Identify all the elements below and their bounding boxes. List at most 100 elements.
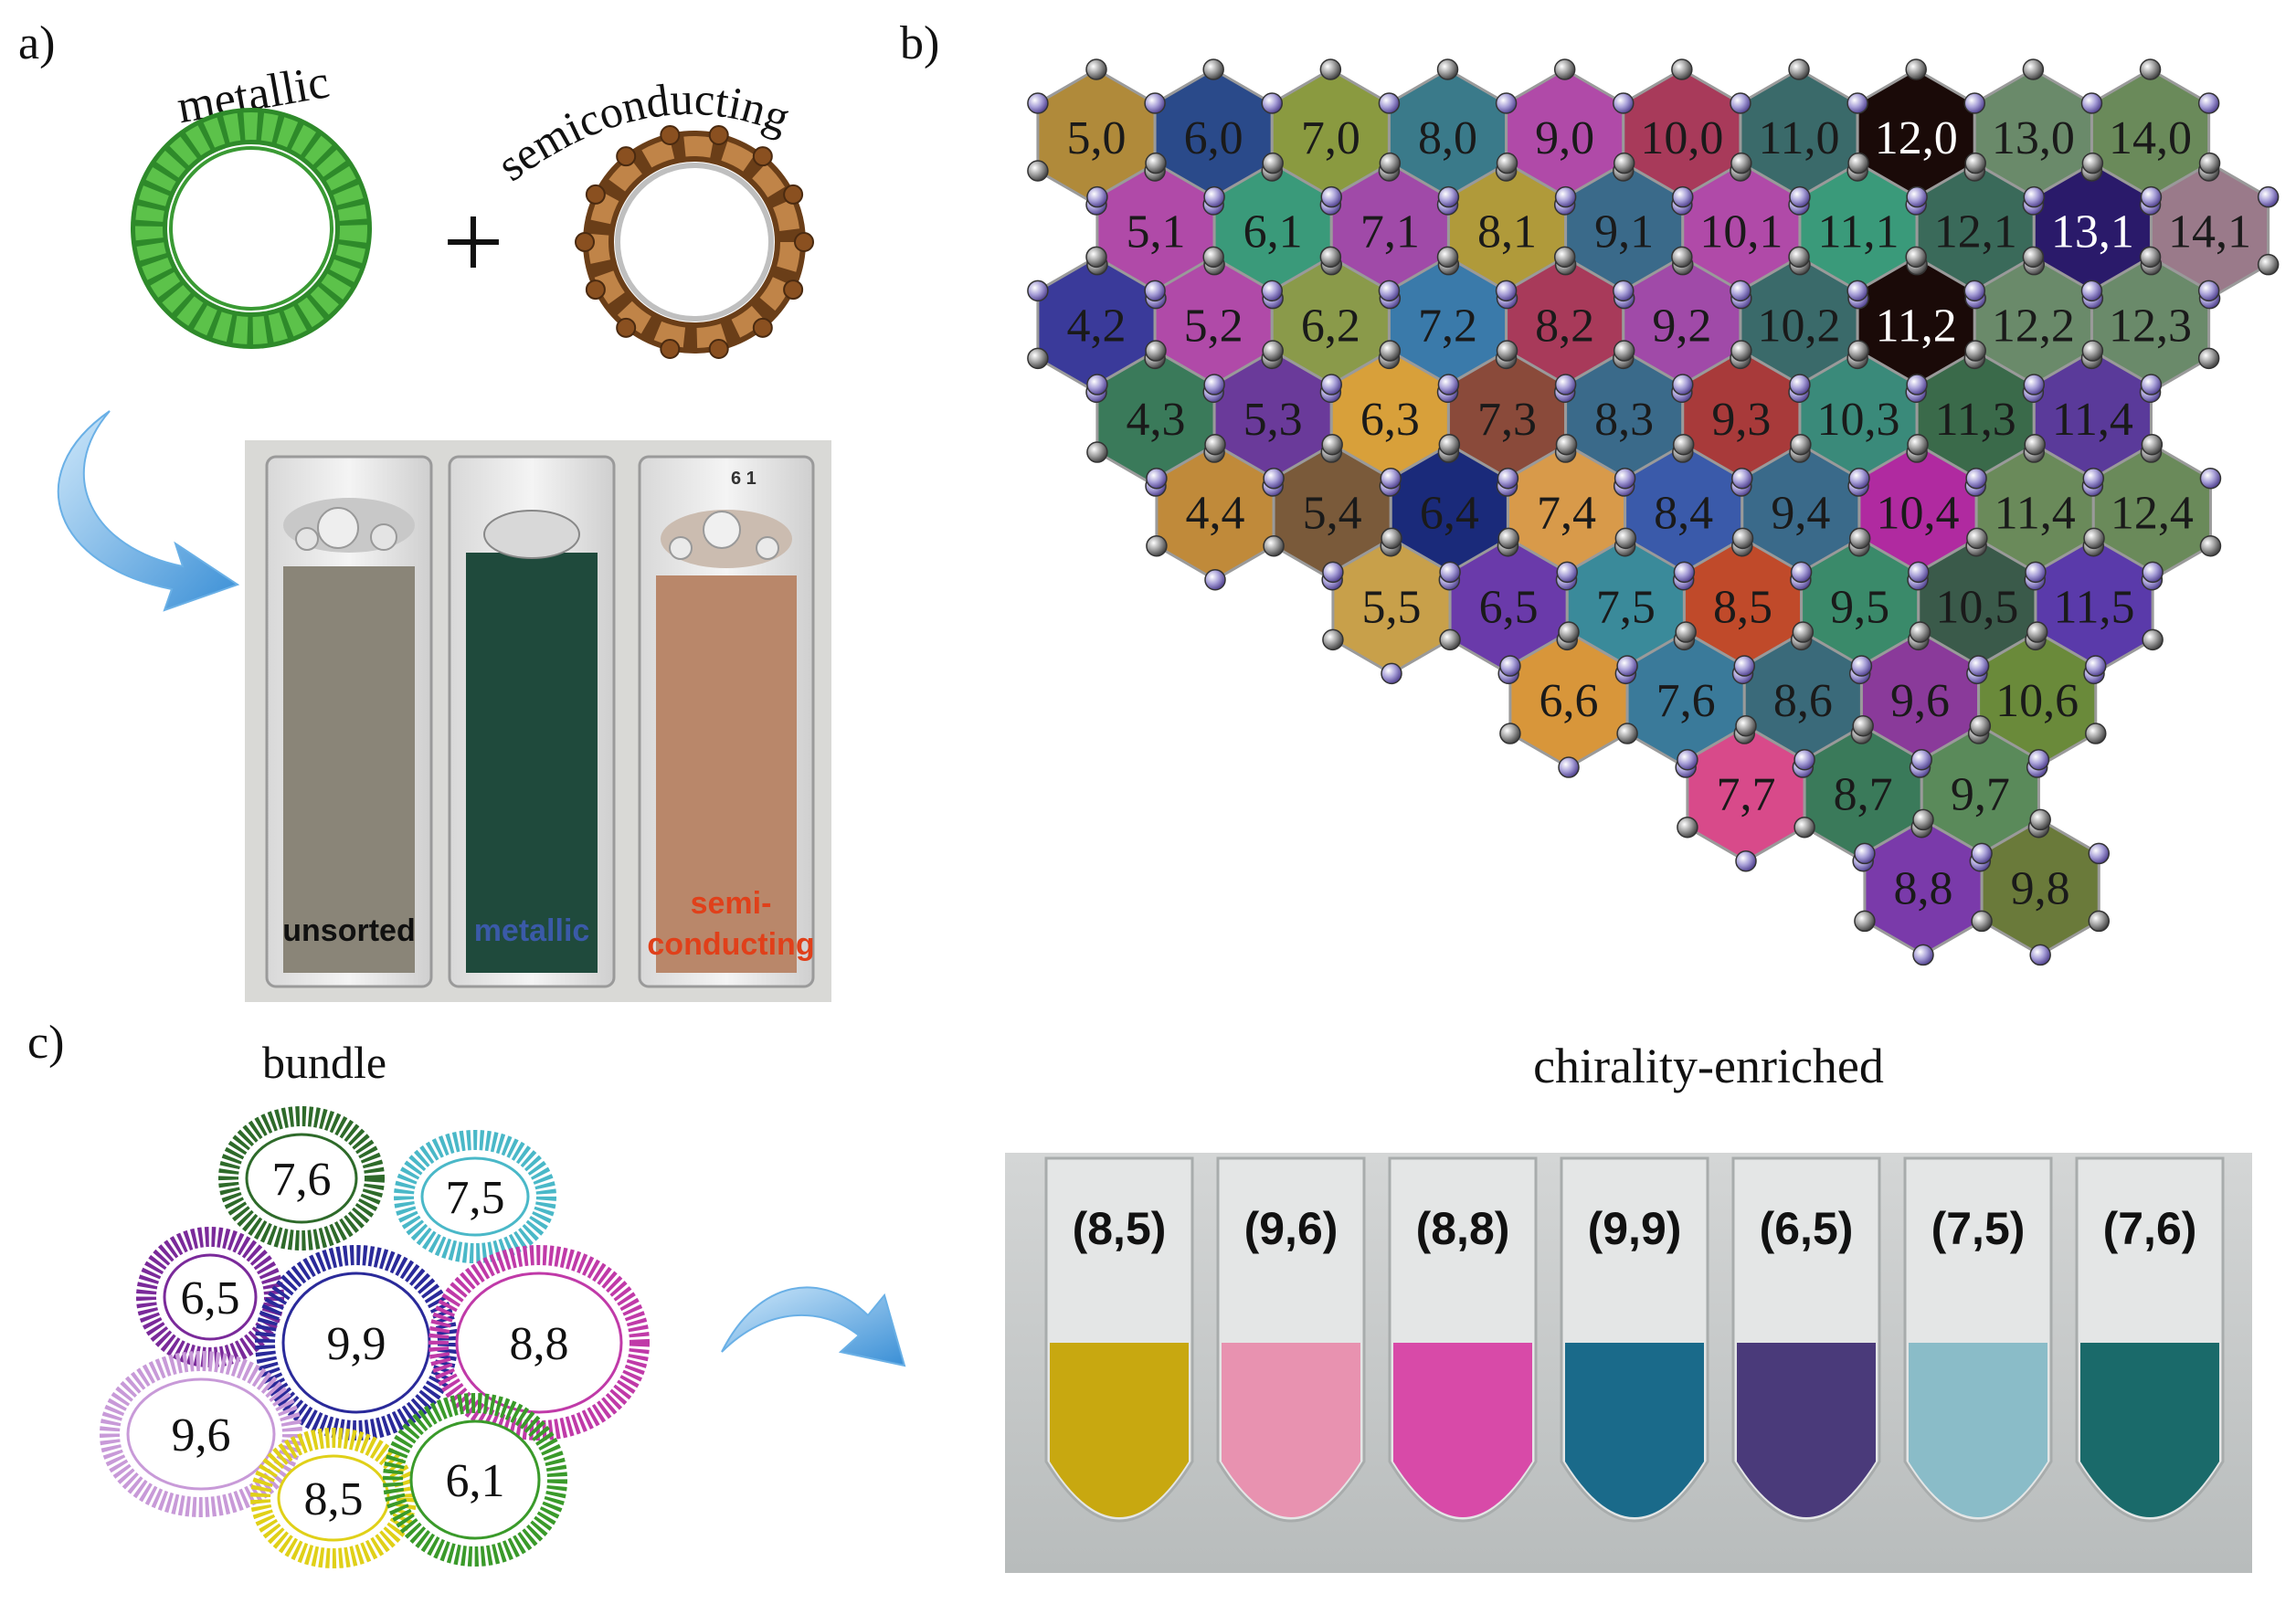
lattice-atom [2080, 280, 2103, 302]
lattice-atom [1971, 842, 1993, 865]
bundle-tube-label: 7,5 [446, 1172, 505, 1224]
lattice-atom [1086, 185, 1108, 208]
lattice-atom [1965, 467, 1987, 490]
lattice-atom [1854, 910, 1876, 933]
lattice-atom [1497, 467, 1519, 490]
lattice-atom [2023, 374, 2046, 396]
ring-atom [708, 125, 729, 146]
lattice-atom [1555, 433, 1578, 456]
bundle-tube-label: 6,5 [181, 1272, 240, 1324]
lattice-atom [1613, 280, 1635, 302]
hex-cell-label: 10,3 [1817, 394, 1900, 446]
ring-atom [585, 280, 606, 301]
lattice-atom [1730, 340, 1752, 362]
ring-atom [616, 317, 637, 338]
lattice-atom [1847, 340, 1869, 362]
semiconducting-ring-atoms [575, 125, 814, 359]
hex-cell-label: 7,6 [1656, 675, 1716, 727]
tube-solution [2080, 1343, 2219, 1517]
hex-cell-label: 13,0 [1992, 112, 2075, 164]
lattice-atom [1971, 910, 1993, 933]
lattice-atom [1027, 92, 1049, 114]
lattice-atom [1027, 160, 1049, 182]
lattice-atom [1144, 280, 1166, 302]
ring-atom [783, 184, 804, 205]
bundle-tube-label: 8,5 [304, 1473, 364, 1525]
hex-cell-label: 11,5 [2053, 581, 2134, 633]
hex-cell-label: 6,3 [1360, 394, 1420, 446]
hex-cell-label: 7,3 [1477, 394, 1537, 446]
hex-cell-label: 6,0 [1184, 112, 1243, 164]
lattice-atom [1261, 92, 1284, 114]
lattice-atom [2257, 253, 2280, 276]
lattice-atom [1906, 185, 1928, 208]
lattice-atom [1145, 152, 1167, 174]
lattice-atom [1730, 92, 1751, 114]
vial-label-semi: semi- [691, 886, 772, 921]
lattice-atom [1966, 527, 1988, 550]
hex-cell-label: 10,4 [1877, 488, 1960, 540]
lattice-atom [1614, 467, 1636, 490]
lattice-atom [2142, 628, 2164, 651]
tube-chirality-label: (7,5) [1931, 1203, 2026, 1254]
hex-cell-label: 8,0 [1418, 112, 1477, 164]
hex-cell-label: 14,0 [2109, 112, 2192, 164]
lattice-atom [2140, 185, 2163, 208]
lattice-atom [2080, 92, 2103, 114]
lattice-atom [1672, 374, 1694, 396]
hex-cell-label: 9,7 [1951, 769, 2010, 821]
tube-chirality-label: (6,5) [1760, 1203, 1854, 1254]
bundle-tube-label: 7,6 [272, 1154, 332, 1206]
lattice-atom [1793, 816, 1815, 839]
lattice-atom [1847, 152, 1869, 174]
tube-solution [1737, 1343, 1876, 1517]
lattice-atom [1788, 246, 1810, 269]
hex-cell-label: 9,2 [1652, 300, 1711, 352]
hex-cell-label: 5,1 [1127, 206, 1186, 259]
lattice-atom [1378, 280, 1401, 302]
lattice-atom [2142, 561, 2164, 584]
bundle-tube-inner [245, 1133, 358, 1224]
lattice-atom [1436, 246, 1459, 269]
ring-atom [585, 184, 606, 205]
hex-cell-label: 8,5 [1713, 581, 1772, 633]
hex-cell-label: 4,4 [1186, 488, 1245, 540]
lattice-atom [2029, 944, 2051, 966]
hex-cell-label: 9,5 [1830, 581, 1889, 633]
hex-cell-label: 5,5 [1362, 581, 1422, 633]
tube-solution [1050, 1343, 1189, 1517]
vial-unsorted [265, 455, 433, 988]
lattice-atom [1850, 655, 1873, 677]
hex-cell-label: 12,0 [1875, 112, 1958, 164]
lattice-atom [1262, 152, 1284, 174]
lattice-atom [1613, 340, 1635, 362]
ring-atom [575, 232, 595, 252]
lattice-atom [1145, 340, 1167, 362]
hex-cell-label: 6,4 [1420, 488, 1479, 540]
lattice-atom [1912, 944, 1934, 966]
lattice-atom [1854, 842, 1876, 865]
hex-cell-label: 6,5 [1479, 581, 1539, 633]
vial-label-conducting: conducting [647, 927, 814, 962]
bundle-tube-inner [409, 1419, 541, 1540]
lattice-atom [2027, 748, 2050, 771]
curved-arrow-icon [57, 410, 240, 612]
bundle-tube-inner [420, 1156, 530, 1237]
tube-solution [1909, 1343, 2047, 1517]
lattice-atom [1319, 58, 1342, 80]
lattice-atom [1846, 92, 1868, 114]
lattice-atom [1320, 185, 1343, 208]
bundle-tube [394, 1130, 556, 1263]
lattice-atom [2085, 723, 2107, 744]
lattice-atom [1379, 152, 1402, 174]
lattice-atom [1204, 568, 1226, 591]
hex-cell-label: 11,0 [1758, 112, 1839, 164]
lattice-atom [1912, 808, 1934, 831]
lattice-atom [1320, 374, 1343, 396]
lattice-atom [1908, 561, 1930, 584]
lattice-atom [1907, 433, 1929, 456]
lattice-atom [2197, 280, 2220, 302]
hex-cell-label: 7,1 [1360, 206, 1420, 259]
hex-cell-label: 4,2 [1067, 300, 1127, 352]
